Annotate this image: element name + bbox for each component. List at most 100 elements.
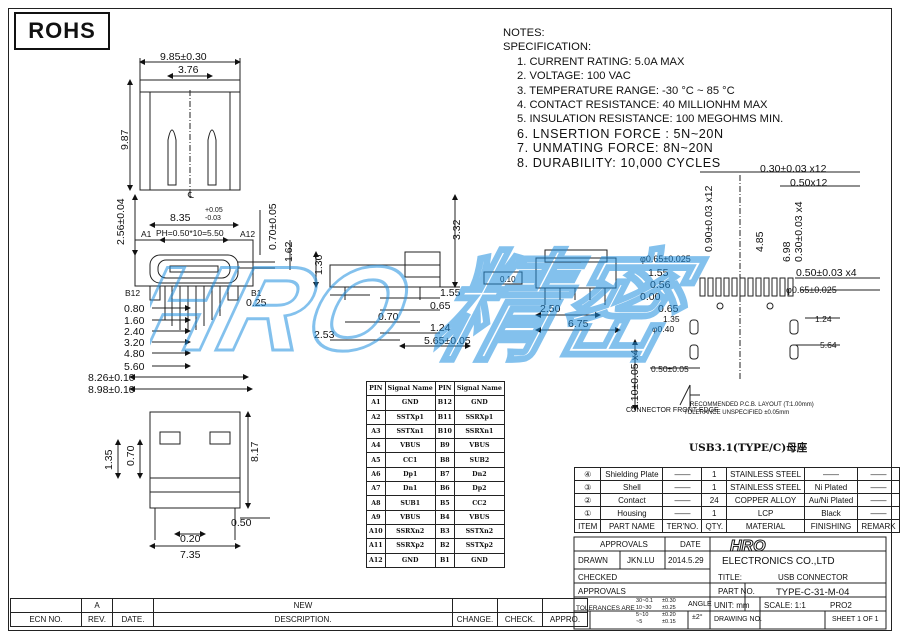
bom-cell: ——: [662, 493, 703, 507]
rev-description: DESCRIPTION.: [153, 612, 453, 627]
pin-signal: VBUS: [384, 438, 436, 454]
pin-signal: VBUS: [384, 509, 436, 525]
dim-675: 6.75: [568, 318, 589, 330]
pin-number: B3: [434, 523, 455, 540]
pin-label-b1: B1: [251, 288, 262, 298]
pin-number: A7: [366, 481, 386, 497]
bom-cell: Contact: [600, 493, 664, 507]
fp-recommended: RECOMMENDED P.C.B. LAYOUT (T:1.00mm): [690, 402, 814, 408]
signal-header: Signal Name: [453, 380, 505, 397]
pin-number: B7: [434, 466, 455, 483]
dim-side-155: 1.55: [440, 287, 461, 299]
company-name: ELECTRONICS CO.,LTD: [722, 556, 835, 567]
fp-065: 0.65: [658, 303, 679, 315]
pin-number: A4: [366, 438, 386, 454]
dim-050: 0.50: [231, 517, 252, 529]
dim-160: 1.60: [124, 315, 145, 327]
bom-cell: ——: [662, 480, 703, 494]
dim-side-070: 0.70: [378, 311, 399, 323]
bom-cell: ②: [573, 493, 602, 507]
rev-change: CHANGE.: [452, 612, 498, 627]
fp-485: 4.85: [754, 231, 766, 252]
bottom-view-body: [149, 411, 241, 493]
pin-number: B12: [434, 395, 455, 411]
note-item: 8. DURABILITY: 10,000 CYCLES: [517, 155, 721, 170]
company-logo: HRO: [730, 538, 767, 556]
tb-angle: ANGLE: [688, 601, 712, 608]
note-item: 3. TEMPERATURE RANGE: -30 °C ~ 85 °C: [517, 84, 735, 97]
pin-signal: GND: [453, 552, 505, 568]
dim-tol-minus: -0.03: [205, 215, 221, 222]
dim-tol-plus: +0.05: [205, 207, 223, 214]
tb-checked: CHECKED: [578, 573, 618, 582]
dim-inner-width: 3.76: [178, 64, 199, 76]
tb-projection: PRO2: [830, 601, 852, 610]
bom-cell: ——: [856, 467, 900, 481]
pin-number: B8: [434, 452, 455, 468]
fp-tolerance: TOLERANCE UNSPECIFIED ±0.05mm: [684, 410, 789, 416]
bom-cell: STAINLESS STEEL: [726, 480, 806, 494]
fp-hole-065: φ0.65±0.025: [786, 285, 837, 295]
pin-signal: SSRXp1: [453, 409, 505, 425]
bom-cell: STAINLESS STEEL: [726, 467, 806, 481]
pin-signal: Dn1: [384, 481, 436, 497]
note-item: 6. LNSERTION FORCE : 5N~20N: [517, 126, 724, 141]
pin-number: A9: [366, 509, 386, 525]
dim-020: 0.20: [180, 533, 201, 545]
notes-heading: NOTES:: [503, 27, 545, 39]
tb-sheet: SHEET 1 OF 1: [832, 616, 879, 623]
bom-header-ter: TER'NO.: [662, 519, 703, 533]
dim-pitch-span: 8.35: [170, 212, 191, 224]
fp-124: 1.24: [815, 314, 832, 324]
bom-cell: 1: [701, 506, 728, 520]
pin-label-a1: A1: [141, 229, 152, 239]
pin-number: A11: [366, 538, 386, 554]
note-item: 5. INSULATION RESISTANCE: 100 MEGOHMS MI…: [517, 113, 784, 126]
bom-header-finishing: FINISHING: [804, 519, 858, 533]
pin-number: A3: [366, 423, 386, 440]
pin-label-a12: A12: [240, 229, 255, 239]
pin-number: B1: [434, 552, 455, 568]
dim-162: 1.62: [283, 241, 295, 262]
pin-signal: VBUS: [453, 438, 505, 454]
dim-320: 3.20: [124, 337, 145, 349]
bom-cell: ——: [662, 506, 703, 520]
note-item: 1. CURRENT RATING: 5.0A MAX: [517, 55, 685, 68]
rear-view-body: [535, 257, 617, 289]
pin-signal: SSTXn2: [453, 523, 505, 540]
rev-date: DATE.: [112, 612, 154, 627]
pin-number: A10: [366, 523, 386, 540]
fp-090x12: 0.90±0.03 x12: [703, 185, 715, 252]
product-title: USB3.1(TYPE/C)母座: [689, 442, 808, 454]
fp-000: 0.00: [640, 291, 661, 303]
side-view-body: [329, 264, 441, 288]
dim-height-left: 9.87: [119, 129, 131, 150]
tb-approvals: APPROVALS: [600, 540, 648, 549]
pin-signal: GND: [384, 552, 436, 568]
fp-698: 6.98: [781, 241, 793, 262]
bom-cell: LCP: [726, 506, 806, 520]
title-block-grid: [573, 536, 887, 630]
dim-070-005: 0.70±0.05: [267, 203, 279, 250]
tb-scale: SCALE: 1:1: [764, 601, 806, 610]
pin-signal: Dp2: [453, 481, 505, 497]
specification-notes: NOTES: SPECIFICATION: 1. CURRENT RATING:…: [503, 26, 783, 170]
bom-cell: Shell: [600, 480, 664, 494]
rev-check: CHECK.: [497, 612, 543, 627]
pin-signal: SSTXp2: [453, 538, 505, 554]
dim-side-124: 1.24: [430, 322, 451, 334]
dim-256: 2.56±0.04: [115, 198, 127, 245]
bom-cell: 1: [701, 480, 728, 494]
rev-ecn: ECN NO.: [10, 612, 82, 627]
fp-110: 1.10±0.05 x4: [629, 349, 641, 410]
